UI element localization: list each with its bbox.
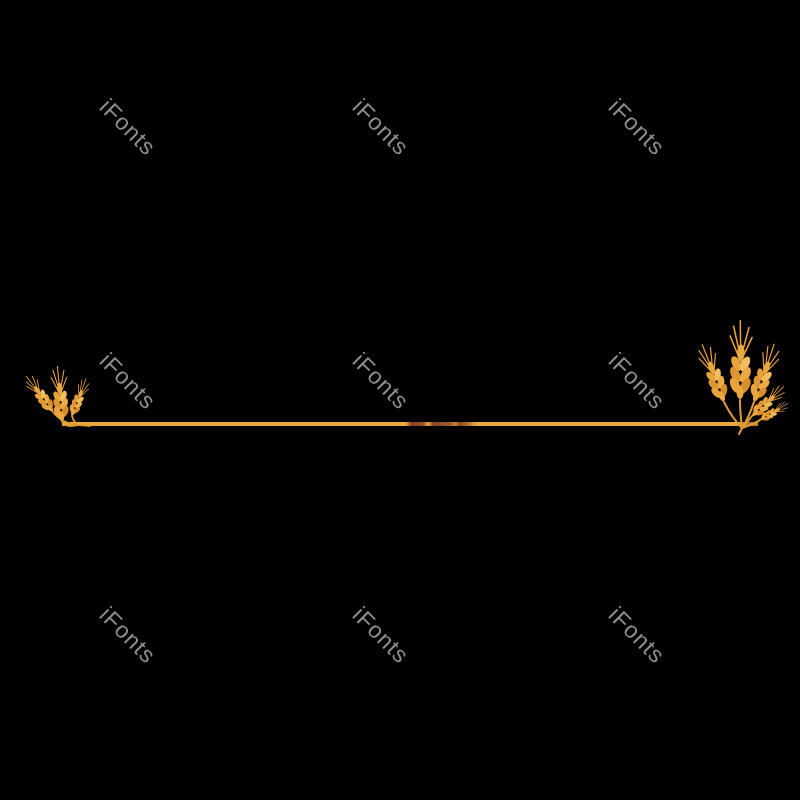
watermark-text: iFonts <box>94 601 162 669</box>
watermark-text: iFonts <box>603 601 671 669</box>
watermark-text: iFonts <box>347 93 415 161</box>
watermark-text: iFonts <box>603 347 671 415</box>
divider-line <box>62 422 758 426</box>
watermark-text: iFonts <box>603 93 671 161</box>
watermark-text: iFonts <box>347 347 415 415</box>
watermark-text: iFonts <box>94 93 162 161</box>
wheat-ornament-right-icon <box>696 319 791 435</box>
watermark-text: iFonts <box>347 601 415 669</box>
wheat-ornament-left-icon <box>26 366 92 427</box>
